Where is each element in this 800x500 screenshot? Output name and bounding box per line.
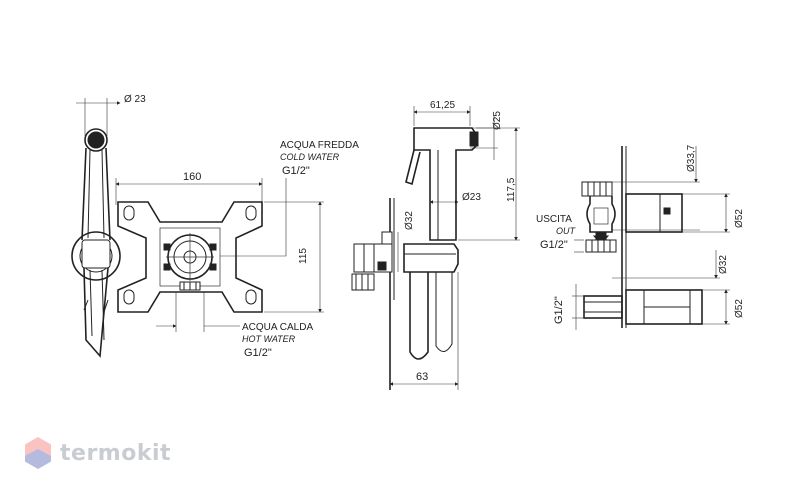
- front-view: Ø 23 160: [71, 94, 359, 359]
- dim-side-base: 63: [416, 371, 428, 383]
- label-hot-it: ACQUA CALDA: [242, 322, 313, 333]
- label-cold-it: ACQUA FREDDA: [280, 140, 359, 151]
- dim-valve2-thread: G1/2": [553, 296, 565, 324]
- label-cold-thread: G1/2": [282, 165, 310, 177]
- brand-watermark: termokit: [24, 436, 171, 470]
- label-hot-thread: G1/2": [244, 347, 272, 359]
- dim-side-height: 117,5: [506, 177, 517, 202]
- termokit-logo-icon: [25, 437, 51, 469]
- dim-handle-dia: Ø 23: [124, 94, 146, 105]
- label-out-it: USCITA: [536, 214, 572, 225]
- dim-valve2-dia-52: Ø52: [734, 299, 745, 318]
- label-out-en: OUT: [556, 226, 577, 236]
- label-cold-en: COLD WATER: [280, 152, 340, 162]
- dim-plate-width: 160: [183, 171, 201, 183]
- side-view: 61,25 Ø25 117,5 Ø23 Ø32: [351, 100, 520, 390]
- brand-name: termokit: [60, 440, 172, 466]
- valve-view: Ø33,7 Ø52 USCITA OUT G1/2": [536, 144, 745, 328]
- dim-valve2-dia-32: Ø32: [718, 255, 729, 274]
- dim-side-dia-32: Ø32: [404, 211, 415, 230]
- dim-side-dia-25: Ø25: [492, 111, 503, 130]
- dim-valve-dia-33: Ø33,7: [686, 144, 697, 172]
- dim-side-dia-23: Ø23: [462, 192, 481, 203]
- dim-side-depth: 61,25: [430, 100, 455, 111]
- dim-valve-dia-52: Ø52: [734, 209, 745, 228]
- dim-plate-height: 115: [298, 248, 309, 264]
- valve-view-2: Ø32 G1/2" Ø52: [553, 250, 745, 330]
- label-out-thread: G1/2": [540, 239, 568, 251]
- label-hot-en: HOT WATER: [242, 334, 296, 344]
